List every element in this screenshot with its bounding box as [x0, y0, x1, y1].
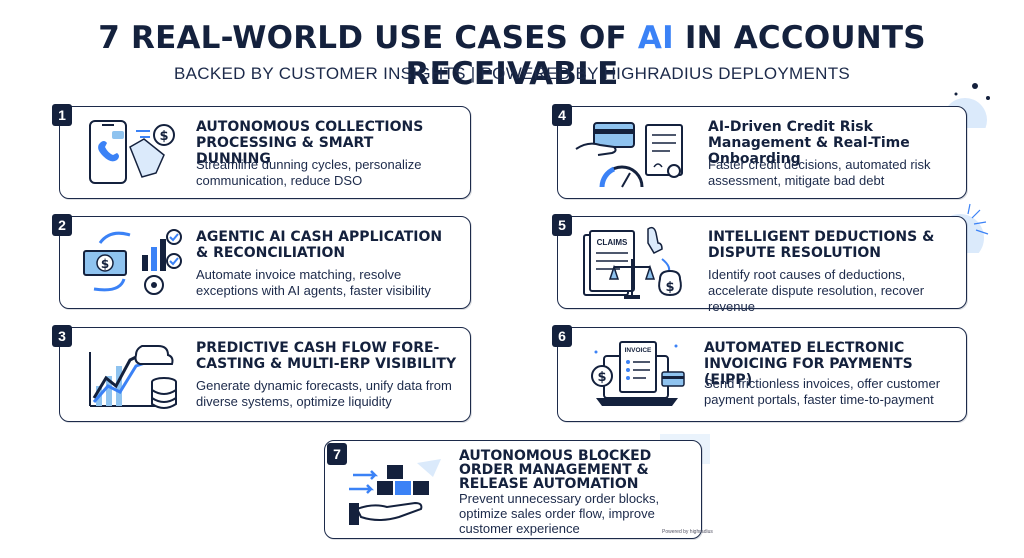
- card-description: Automate invoice matching, resolve excep…: [196, 267, 431, 298]
- use-case-card-7: 7 AUTONOMOUS BLOCKED ORDER MANAGEMENT & …: [324, 440, 702, 539]
- card-title: INTELLIGENT DEDUCTIONS & DISPUTE RESOLUT…: [708, 229, 935, 261]
- use-case-card-5: 5 CLAIMS $ INTELLIGENT DEDUCTIONS & DISP…: [552, 214, 967, 314]
- card-description: Faster credit decisions, automated risk …: [708, 157, 931, 188]
- claims-label: CLAIMS: [597, 238, 628, 247]
- use-case-card-1: 1 $ AUTONOMOUS COLLECTIONS PROCESSING & …: [52, 104, 471, 199]
- card-number-badge: 7: [327, 443, 347, 465]
- card-number-badge: 4: [552, 104, 572, 126]
- card-description: Streamline dunning cycles, personalize c…: [196, 157, 422, 188]
- use-case-card-4: 4 AI-Driven Credit Risk Management & Rea…: [552, 104, 967, 199]
- card-title: AGENTIC AI CASH APPLICATION & RECONCILIA…: [196, 229, 443, 261]
- title-pre: 7 REAL-WORLD USE CASES OF: [98, 20, 638, 56]
- invoice-laptop-icon: INVOICE $: [591, 341, 685, 406]
- card-number-badge: 6: [552, 325, 572, 347]
- svg-text:$: $: [101, 257, 109, 271]
- card-title: AI-Driven Credit Risk Management & Real-…: [708, 119, 910, 167]
- svg-text:$: $: [597, 370, 606, 385]
- card-description: Identify root causes of deductions, acce…: [708, 267, 925, 314]
- title-accent: AI: [637, 20, 674, 56]
- credit-risk-icon: [575, 122, 683, 188]
- svg-text:$: $: [159, 129, 168, 144]
- phone-collections-icon: $: [89, 120, 175, 184]
- use-case-card-6: 6 INVOICE $ AUTOMATED ELECTRONIC INVOICI…: [552, 325, 967, 422]
- card-title: PREDICTIVE CASH FLOW FORE-CASTING & MULT…: [196, 340, 457, 372]
- card-number-badge: 2: [52, 214, 72, 236]
- card-title: AUTONOMOUS COLLECTIONS PROCESSING & SMAR…: [196, 119, 424, 167]
- page-subtitle: BACKED BY CUSTOMER INSIGHTS | POWERED BY…: [173, 64, 851, 83]
- blocked-order-icon: [349, 459, 441, 525]
- card-number-badge: 3: [52, 325, 72, 347]
- card-title: AUTONOMOUS BLOCKED ORDER MANAGEMENT & RE…: [459, 448, 652, 492]
- card-description: Generate dynamic forecasts, unify data f…: [196, 378, 452, 409]
- use-case-card-2: 2 $ AGENTIC AI CASH APPLICATION & RECONC…: [52, 214, 471, 309]
- title-post: IN ACCOUNTS RECEIVABLE: [405, 20, 926, 92]
- brand-footer: Powered by highradius: [662, 529, 713, 535]
- claims-scale-icon: CLAIMS $: [583, 226, 682, 299]
- card-title: AUTOMATED ELECTRONIC INVOICING FOR PAYME…: [704, 340, 913, 388]
- card-description: Prevent unnecessary order blocks, optimi…: [459, 491, 660, 536]
- invoice-label: INVOICE: [625, 347, 652, 354]
- forecast-chart-icon: [89, 345, 177, 409]
- card-number-badge: 1: [52, 104, 72, 126]
- page-title: 7 REAL-WORLD USE CASES OF AI IN ACCOUNTS…: [0, 20, 1024, 92]
- svg-text:$: $: [665, 280, 674, 295]
- card-number-badge: 5: [552, 214, 572, 236]
- card-description: Send frictionless invoices, offer custom…: [704, 376, 941, 407]
- cash-application-icon: $: [83, 229, 182, 295]
- use-case-card-3: 3 PREDICTIVE CASH FLOW FORE-CASTING & MU…: [52, 325, 471, 422]
